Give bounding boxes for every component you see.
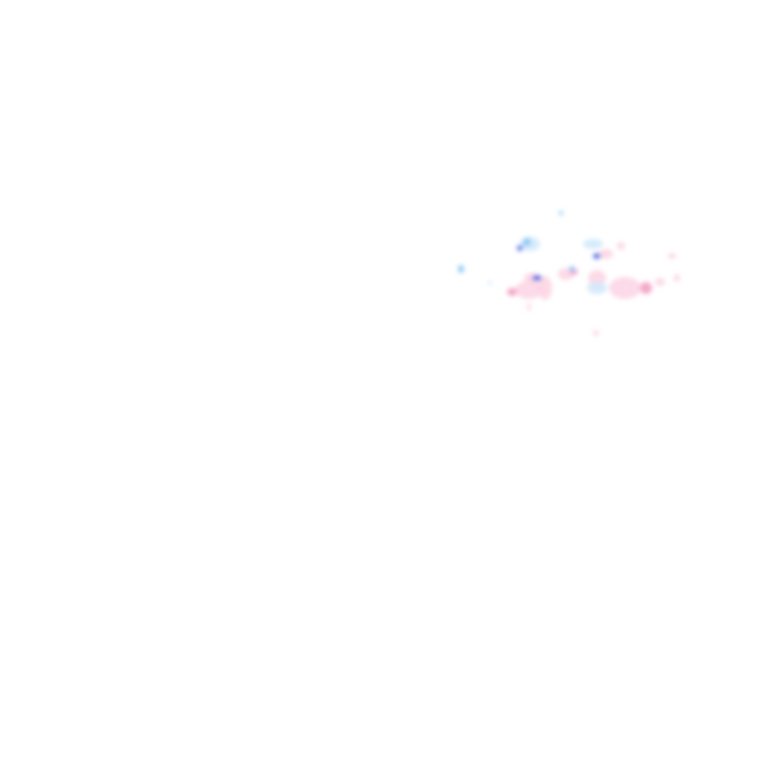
radar-cell-rain-light bbox=[527, 303, 531, 311]
radar-cell-rain-medium bbox=[640, 282, 652, 294]
radar-cell-snow-heavy bbox=[532, 275, 542, 281]
radar-cell-rain-light bbox=[599, 249, 613, 259]
radar-cell-rain-light bbox=[538, 276, 552, 300]
radar-cell-rain-light bbox=[593, 330, 599, 336]
radar-cell-snow-light bbox=[488, 281, 492, 285]
radar-cell-snow-medium bbox=[458, 265, 464, 273]
radar-cell-snow-medium bbox=[523, 238, 531, 246]
radar-cell-rain-light bbox=[617, 242, 625, 250]
radar-cell-rain-light bbox=[588, 270, 606, 286]
radar-cell-snow-heavy bbox=[517, 245, 523, 251]
radar-cell-snow-heavy bbox=[593, 253, 601, 259]
radar-cell-rain-light bbox=[609, 277, 641, 299]
radar-cell-snow-medium bbox=[569, 266, 575, 272]
radar-cell-snow-light bbox=[587, 282, 607, 294]
radar-cell-snow-light bbox=[583, 239, 603, 249]
radar-cell-rain-light bbox=[668, 253, 676, 259]
radar-cell-rain-light bbox=[674, 274, 680, 282]
radar-cell-rain-medium bbox=[507, 288, 517, 296]
radar-cell-rain-light bbox=[515, 281, 543, 299]
radar-cell-snow-medium bbox=[559, 211, 563, 215]
radar-cell-rain-light bbox=[655, 278, 665, 286]
